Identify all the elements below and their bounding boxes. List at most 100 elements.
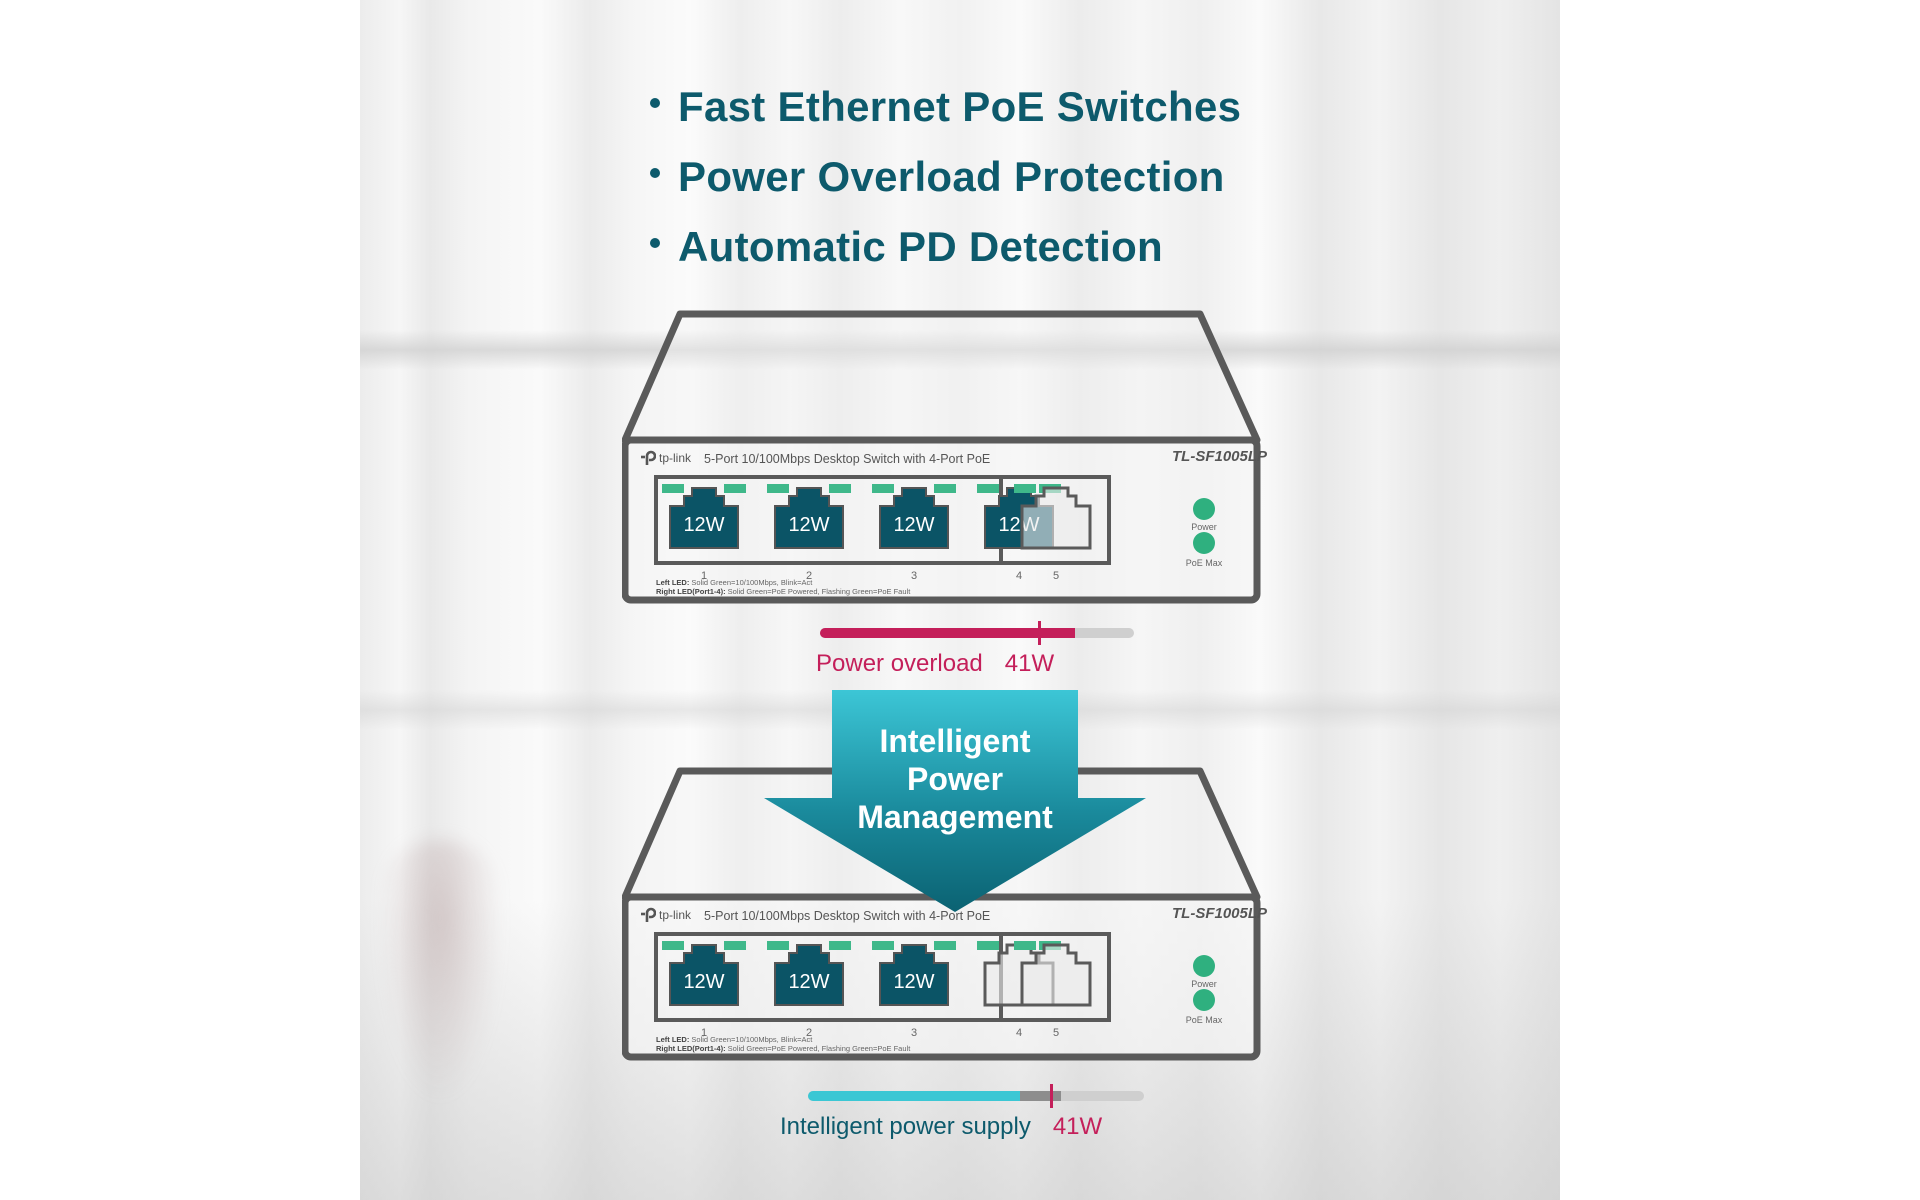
link-led — [1014, 941, 1036, 950]
feature-item: Automatic PD Detection — [650, 212, 1241, 282]
poe-led — [724, 941, 746, 950]
meter-track — [820, 621, 1134, 645]
meter-track — [808, 1084, 1144, 1108]
arrow-label: Intelligent Power Management — [815, 722, 1095, 836]
link-led — [977, 484, 999, 493]
meter-fill — [808, 1091, 1021, 1101]
poe-max-led-label: PoE Max — [1185, 558, 1223, 568]
rj45-port-icon — [774, 487, 844, 549]
legend-title: Left LED: — [656, 1035, 692, 1044]
poe-max-led — [1193, 989, 1215, 1011]
legend-title: Left LED: — [656, 578, 692, 587]
meter-value: 41W — [1052, 1113, 1103, 1140]
feature-item: Power Overload Protection — [650, 142, 1241, 212]
link-led — [977, 941, 999, 950]
meter-value: 41W — [1004, 650, 1055, 677]
port-number: 3 — [910, 1027, 918, 1039]
port-number: 2 — [805, 1027, 813, 1039]
power-led-label: Power — [1191, 522, 1217, 532]
rj45-port-icon — [774, 944, 844, 1006]
legend-text: Solid Green=PoE Powered, Flashing Green=… — [727, 587, 911, 596]
device-description: 5-Port 10/100Mbps Desktop Switch with 4-… — [704, 909, 991, 923]
feature-text: Fast Ethernet PoE Switches — [678, 83, 1242, 130]
meter-headroom — [1020, 1091, 1062, 1101]
led-legend-right: Right LED(Port1-4): Solid Green=PoE Powe… — [656, 1044, 910, 1053]
bullet-icon — [650, 98, 660, 108]
port-power-label: 12W — [893, 971, 935, 993]
port-number: 5 — [1052, 1027, 1060, 1039]
poe-led — [829, 941, 851, 950]
led-legend-left: Left LED: Solid Green=10/100Mbps, Blink=… — [656, 578, 910, 587]
legend-text: Solid Green=10/100Mbps, Blink=Act — [691, 1035, 813, 1044]
feature-text: Automatic PD Detection — [678, 223, 1163, 270]
led-legend-right: Right LED(Port1-4): Solid Green=PoE Powe… — [656, 587, 910, 596]
power-led-label: Power — [1191, 979, 1217, 989]
ethernet-port — [1014, 941, 1098, 1013]
port-power-label: 12W — [788, 971, 830, 993]
brand-name: tp-link — [659, 451, 692, 465]
port-power-label: 12W — [893, 514, 935, 536]
port-number: 4 — [1015, 570, 1023, 582]
link-led — [872, 484, 894, 493]
link-led — [1014, 484, 1036, 493]
budget-marker — [1038, 621, 1042, 645]
link-led — [872, 941, 894, 950]
led-legend: Left LED: Solid Green=10/100Mbps, Blink=… — [656, 578, 910, 596]
rj45-port-icon — [879, 944, 949, 1006]
rj45-port-icon — [1020, 486, 1092, 550]
led-legend-left: Left LED: Solid Green=10/100Mbps, Blink=… — [656, 1035, 910, 1044]
rj45-port-icon — [1020, 943, 1092, 1007]
rj45-port-icon — [669, 944, 739, 1006]
port-power-label: 12W — [788, 514, 830, 536]
device-model: TL-SF1005LP — [1172, 448, 1268, 465]
tp-link-logo-icon — [641, 450, 656, 465]
link-led — [767, 484, 789, 493]
arrow-label-line: Intelligent — [879, 723, 1031, 759]
poe-max-led — [1193, 532, 1215, 554]
arrow-label-line: Power — [906, 761, 1004, 797]
ethernet-port: 12W — [767, 941, 851, 1013]
brand-logo: tp-link — [640, 450, 691, 466]
port-number: 3 — [910, 570, 918, 582]
background-blurred-person — [380, 840, 500, 1100]
feature-list: Fast Ethernet PoE Switches Power Overloa… — [650, 72, 1241, 282]
feature-text: Power Overload Protection — [678, 153, 1225, 200]
bullet-icon — [650, 238, 660, 248]
poe-max-led-label: PoE Max — [1185, 1015, 1223, 1025]
feature-item: Fast Ethernet PoE Switches — [650, 72, 1241, 142]
arrow-label-line: Management — [857, 799, 1053, 835]
port-number: 1 — [700, 1027, 708, 1039]
legend-title: Right LED(Port1-4): — [656, 1044, 728, 1053]
power-led — [1193, 498, 1215, 520]
port-number: 4 — [1015, 1027, 1023, 1039]
link-led — [662, 484, 684, 493]
poe-led — [829, 484, 851, 493]
poe-led — [934, 941, 956, 950]
power-led — [1193, 955, 1215, 977]
link-led — [767, 941, 789, 950]
legend-title: Right LED(Port1-4): — [656, 587, 728, 596]
ethernet-port: 12W — [767, 484, 851, 556]
link-led — [662, 941, 684, 950]
poe-led — [724, 484, 746, 493]
bullet-icon — [650, 168, 660, 178]
legend-text: Solid Green=PoE Powered, Flashing Green=… — [727, 1044, 911, 1053]
port-number: 2 — [805, 570, 813, 582]
port-power-label: 12W — [683, 971, 725, 993]
down-arrow-icon — [764, 690, 1146, 912]
device-model: TL-SF1005LP — [1172, 905, 1268, 922]
rj45-port-icon — [669, 487, 739, 549]
ethernet-port: 12W — [872, 484, 956, 556]
brand-name: tp-link — [659, 908, 692, 922]
ethernet-port: 12W — [662, 941, 746, 1013]
ethernet-port: 12W — [872, 941, 956, 1013]
ethernet-port: 12W — [662, 484, 746, 556]
ethernet-port — [1014, 484, 1098, 556]
led-legend: Left LED: Solid Green=10/100Mbps, Blink=… — [656, 1035, 910, 1053]
port-number: 1 — [700, 570, 708, 582]
tp-link-logo-icon — [641, 907, 656, 922]
background-window-frame — [360, 330, 1560, 370]
port-number: 5 — [1052, 570, 1060, 582]
